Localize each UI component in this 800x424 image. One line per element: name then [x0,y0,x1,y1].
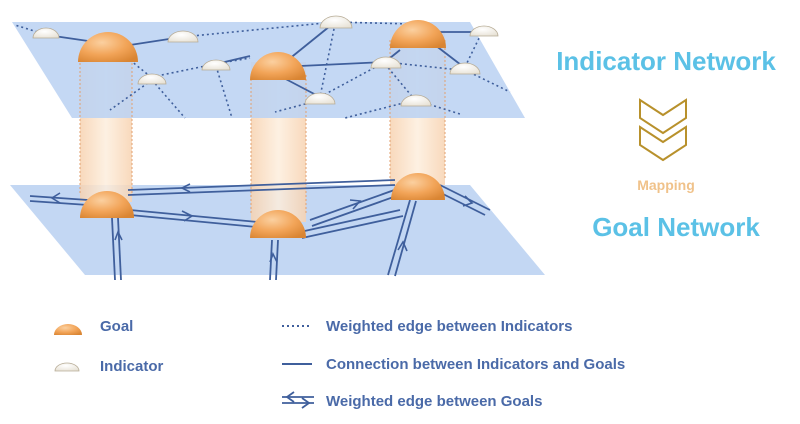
goal-node [250,210,306,238]
indicator-node [304,92,336,105]
goal-node [391,173,445,200]
indicator-node [469,25,499,37]
indicator-nodes [32,15,499,107]
legend-goal-edge-label: Weighted edge between Goals [326,393,542,410]
goal-edge-arrows [50,183,474,263]
goal-legend-icon [54,324,82,335]
legend-solid-edge-label: Connection between Indicators and Goals [326,356,625,373]
goal-node [78,32,138,62]
goal-node [250,52,306,80]
double-arrow-icon [282,391,314,409]
legend: Goal Indicator Weighted edge between Ind… [54,318,625,410]
legend-goal-label: Goal [100,318,133,335]
legend-dotted-edge-label: Weighted edge between Indicators [326,318,572,335]
legend-indicator-label: Indicator [100,358,164,375]
goal-network-label: Goal Network [592,212,760,242]
goal-node [80,191,134,218]
goal-nodes [78,20,446,238]
indicator-node [319,15,353,29]
indicator-node [32,27,60,39]
mapping-chevron-icon [639,98,687,162]
indicator-node [167,30,199,43]
indicator-node [201,59,231,71]
goal-edges [29,179,491,281]
indicator-node [370,56,402,69]
mapping-label: Mapping [637,177,695,193]
indicator-legend-icon [54,362,80,372]
indicator-node [137,73,167,85]
indicator-network-label: Indicator Network [556,46,776,76]
indicator-node [400,94,432,107]
goal-node [390,20,446,48]
indicator-node [449,62,481,75]
